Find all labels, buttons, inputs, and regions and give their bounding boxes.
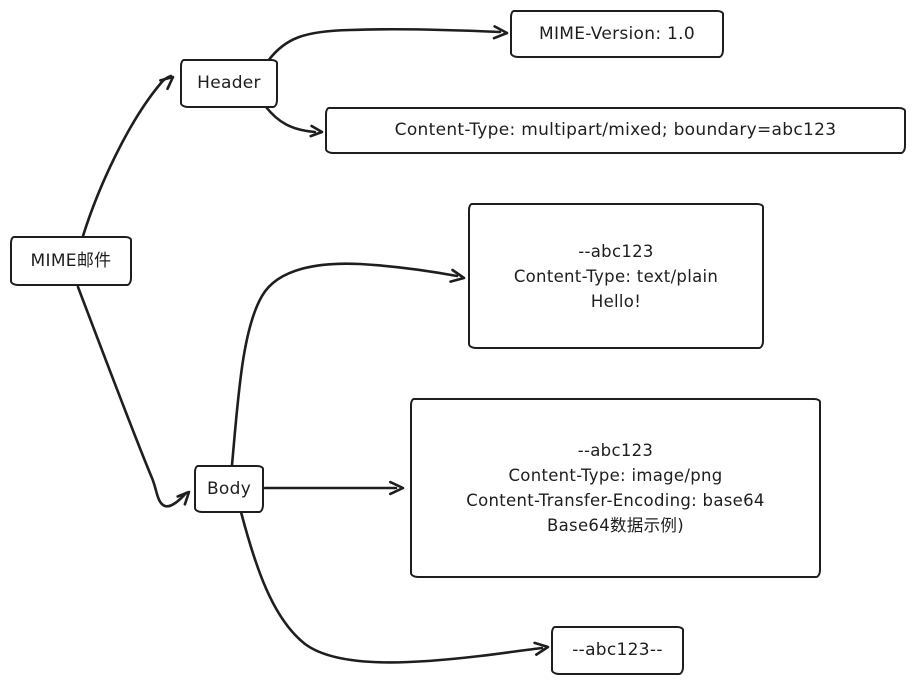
image-part-line-3: Content-Transfer-Encoding: base64	[466, 491, 765, 510]
node-header-label: Header	[197, 73, 261, 93]
node-image-png-part[interactable]: --abc123 Content-Type: image/png Content…	[410, 398, 821, 578]
image-part-line-1: --abc123	[577, 441, 654, 460]
arrow-root-to-body	[76, 285, 191, 508]
node-body[interactable]: Body	[194, 465, 264, 513]
node-body-label: Body	[206, 478, 252, 499]
arrow-root-to-header	[81, 74, 175, 238]
node-content-type-multipart[interactable]: Content-Type: multipart/mixed; boundary=…	[325, 107, 906, 154]
node-header[interactable]: Header	[180, 59, 278, 108]
node-closing-boundary[interactable]: --abc123--	[551, 626, 684, 675]
text-part-line-2: Content-Type: text/plain	[513, 266, 719, 286]
image-part-line-4: Base64数据示例)	[547, 516, 684, 535]
arrow-header-to-content-type	[264, 105, 324, 138]
node-mime-mail-label: MIME邮件	[30, 250, 112, 271]
arrow-body-to-image-part	[263, 480, 405, 496]
node-content-type-multipart-label: Content-Type: multipart/mixed; boundary=…	[394, 120, 837, 140]
node-text-plain-part[interactable]: --abc123 Content-Type: text/plain Hello!	[468, 203, 764, 349]
arrow-header-to-mime-version	[266, 25, 509, 63]
image-part-line-2: Content-Type: image/png	[508, 466, 723, 485]
node-mime-mail[interactable]: MIME邮件	[10, 236, 132, 286]
text-part-line-1: --abc123	[578, 241, 654, 261]
node-mime-version[interactable]: MIME-Version: 1.0	[510, 10, 724, 58]
node-closing-boundary-label: --abc123--	[572, 640, 663, 660]
text-part-line-3: Hello!	[590, 291, 642, 311]
node-mime-version-label: MIME-Version: 1.0	[538, 23, 695, 44]
